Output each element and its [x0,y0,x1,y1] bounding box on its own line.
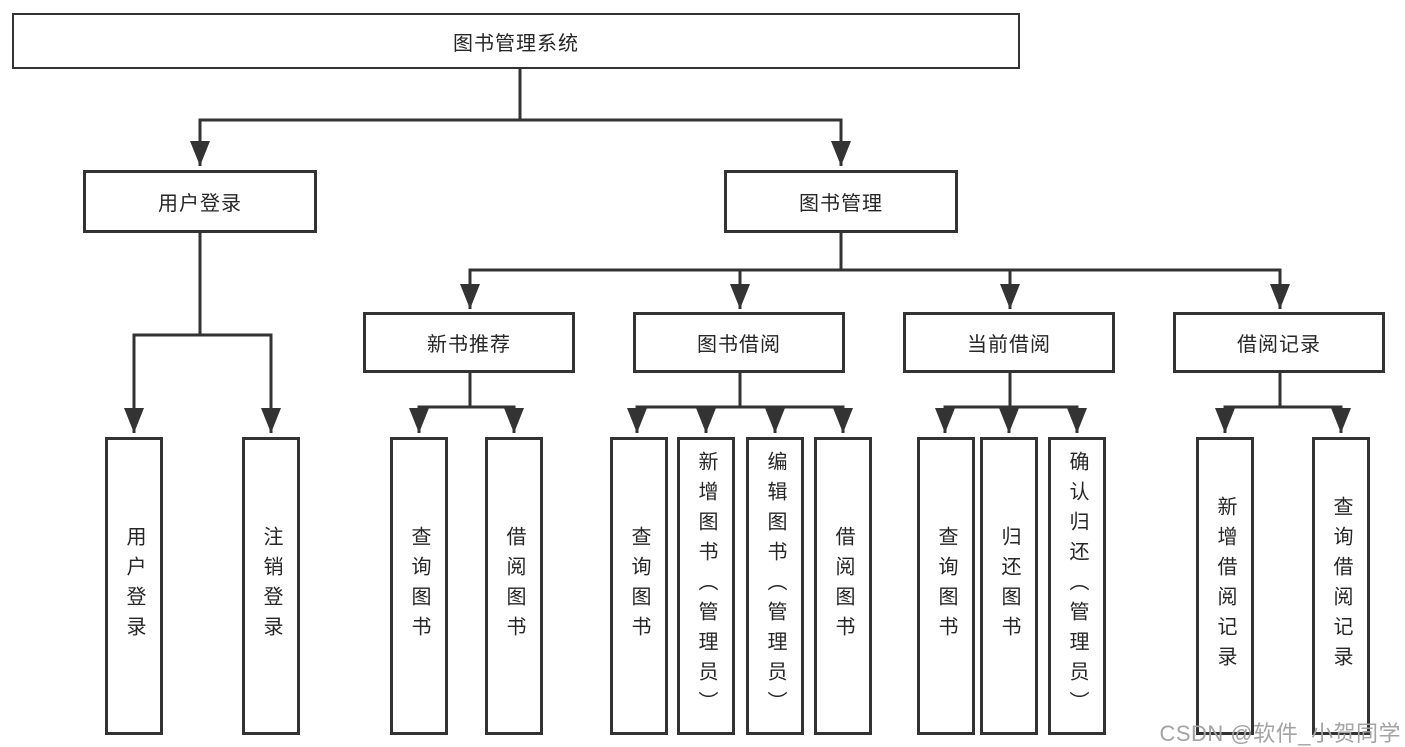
leaf-logout: 注销登录 [242,437,300,735]
leaf-recommend-query-book: 查询图书 [390,437,448,735]
leaf-user-login: 用户登录 [105,437,163,735]
leaf-logout-label: 注销登录 [260,526,282,646]
leaf-recommend-borrow-book-label: 借阅图书 [503,526,525,646]
node-book-borrow-label: 图书借阅 [697,334,781,356]
csdn-watermark: CSDN @软件_小贺同学 [1159,721,1401,746]
leaf-borrow-query-book-label: 查询图书 [628,526,650,646]
leaf-records-query-record-label: 查询借阅记录 [1330,496,1352,676]
node-book-borrow: 图书借阅 [633,312,845,373]
leaf-recommend-query-book-label: 查询图书 [408,526,430,646]
leaf-current-query-book-label: 查询图书 [935,526,957,646]
node-book-mgmt-label: 图书管理 [799,193,883,215]
node-borrow-records: 借阅记录 [1173,312,1385,373]
leaf-records-query-record: 查询借阅记录 [1312,437,1370,735]
node-root: 图书管理系统 [12,13,1020,69]
node-book-mgmt: 图书管理 [724,170,958,233]
node-new-book-recommend: 新书推荐 [363,312,575,373]
leaf-borrow-edit-book-admin: 编辑图书（管理员） [746,437,804,735]
node-user-login: 用户登录 [83,170,317,233]
leaf-current-query-book: 查询图书 [917,437,975,735]
node-borrow-records-label: 借阅记录 [1237,334,1321,356]
leaf-recommend-borrow-book: 借阅图书 [485,437,543,735]
node-current-borrow: 当前借阅 [903,312,1115,373]
leaf-borrow-query-book: 查询图书 [610,437,668,735]
leaf-current-confirm-return-admin-label: 确认归还（管理员） [1066,451,1088,721]
leaf-current-confirm-return-admin: 确认归还（管理员） [1048,437,1106,735]
node-current-borrow-label: 当前借阅 [967,334,1051,356]
leaf-borrow-add-book-admin: 新增图书（管理员） [677,437,735,735]
leaf-borrow-add-book-admin-label: 新增图书（管理员） [695,451,717,721]
leaf-user-login-label: 用户登录 [123,526,145,646]
leaf-current-return-book: 归还图书 [980,437,1038,735]
leaf-records-add-record: 新增借阅记录 [1196,437,1254,735]
leaf-borrow-borrow-book-label: 借阅图书 [832,526,854,646]
node-root-label: 图书管理系统 [453,32,579,55]
leaf-borrow-edit-book-admin-label: 编辑图书（管理员） [764,451,786,721]
leaf-records-add-record-label: 新增借阅记录 [1214,496,1236,676]
node-new-book-recommend-label: 新书推荐 [427,334,511,356]
leaf-current-return-book-label: 归还图书 [998,526,1020,646]
node-user-login-label: 用户登录 [158,193,242,215]
leaf-borrow-borrow-book: 借阅图书 [814,437,872,735]
